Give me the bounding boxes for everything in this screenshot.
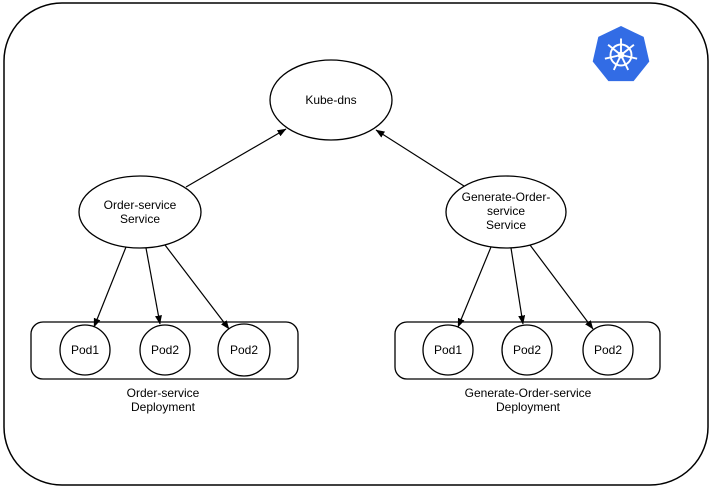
generate-pod3-circle bbox=[582, 324, 634, 376]
arrow-generate-service-to-pod2 bbox=[510, 247, 526, 325]
kubernetes-logo-icon bbox=[592, 26, 650, 82]
kube-dns-node bbox=[269, 59, 393, 141]
kubernetes-helm-hub bbox=[617, 51, 625, 59]
order-pod1-circle bbox=[59, 324, 111, 376]
generate-pod2-circle bbox=[501, 324, 553, 376]
arrow-order-service-to-pod1 bbox=[93, 246, 127, 328]
order-service-node bbox=[78, 175, 202, 249]
arrow-order-service-to-pod3 bbox=[164, 244, 230, 330]
arrow-order-service-to-kube-dns bbox=[185, 128, 287, 188]
arrow-generate-service-to-pod1 bbox=[457, 246, 492, 328]
generate-order-service-node bbox=[445, 175, 567, 249]
arrow-order-service-to-pod2 bbox=[145, 247, 162, 325]
order-pod2-circle bbox=[139, 324, 191, 376]
arrow-generate-service-to-kube-dns bbox=[375, 129, 465, 187]
diagram-border bbox=[3, 2, 709, 486]
arrow-generate-service-to-pod3 bbox=[529, 244, 594, 330]
generate-pod1-circle bbox=[422, 324, 474, 376]
order-pod3-circle bbox=[217, 323, 271, 377]
